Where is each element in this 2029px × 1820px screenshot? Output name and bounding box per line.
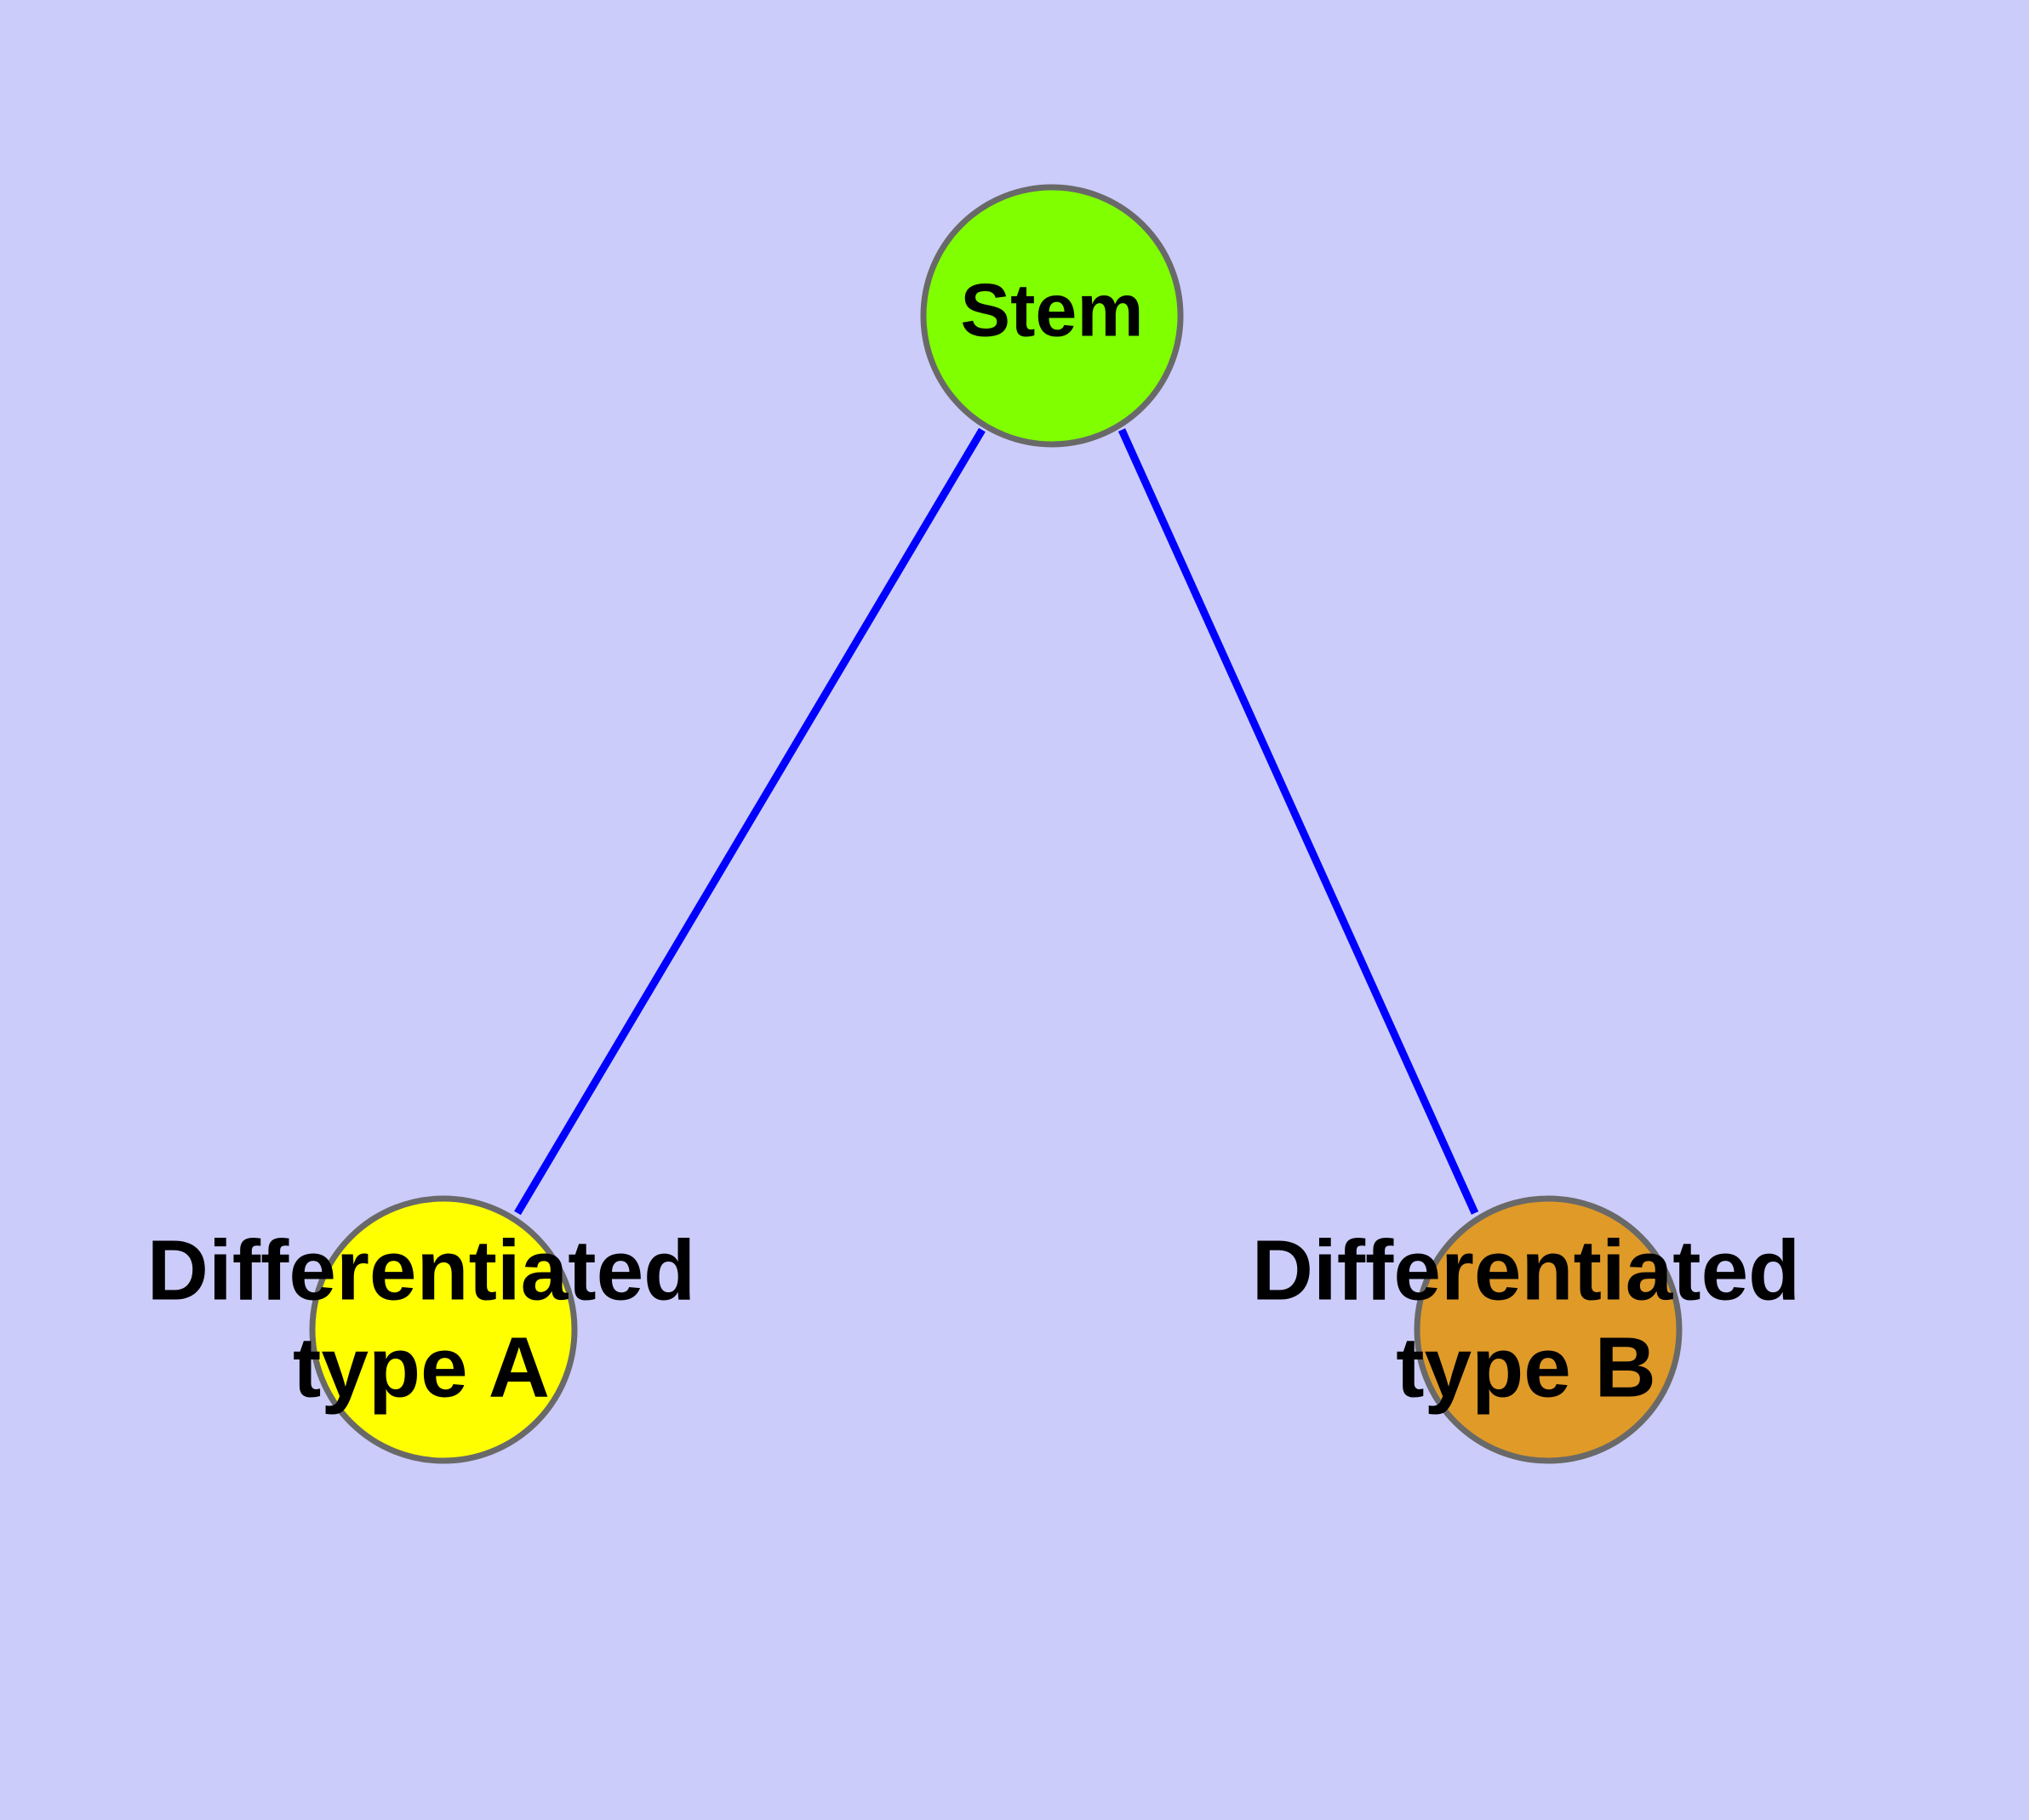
node-group — [309, 184, 1683, 1464]
node-differentiated-type-b-label-line1: Differentiated — [1252, 1222, 1801, 1318]
node-differentiated-type-a-circle[interactable] — [309, 1195, 578, 1464]
node-stem-label: Stem — [960, 267, 1143, 352]
node-stem-circle[interactable] — [920, 184, 1184, 448]
node-differentiated-type-a[interactable] — [309, 1195, 578, 1464]
node-differentiated-type-a-label-line2: type A — [293, 1319, 550, 1415]
node-differentiated-type-b-label-line2: type B — [1396, 1319, 1656, 1415]
edge-group — [514, 427, 1479, 1216]
edge-stem-to-differentiated-a[interactable] — [514, 427, 986, 1216]
node-differentiated-type-a-label-line1: Differentiated — [147, 1222, 696, 1318]
edge-stem-to-differentiated-b[interactable] — [1117, 428, 1479, 1215]
node-stem[interactable] — [920, 184, 1184, 448]
node-differentiated-type-b[interactable] — [1414, 1195, 1683, 1464]
label-group: Stem Differentiated type A Differentiate… — [147, 267, 1801, 1415]
node-differentiated-type-b-circle[interactable] — [1414, 1195, 1683, 1464]
